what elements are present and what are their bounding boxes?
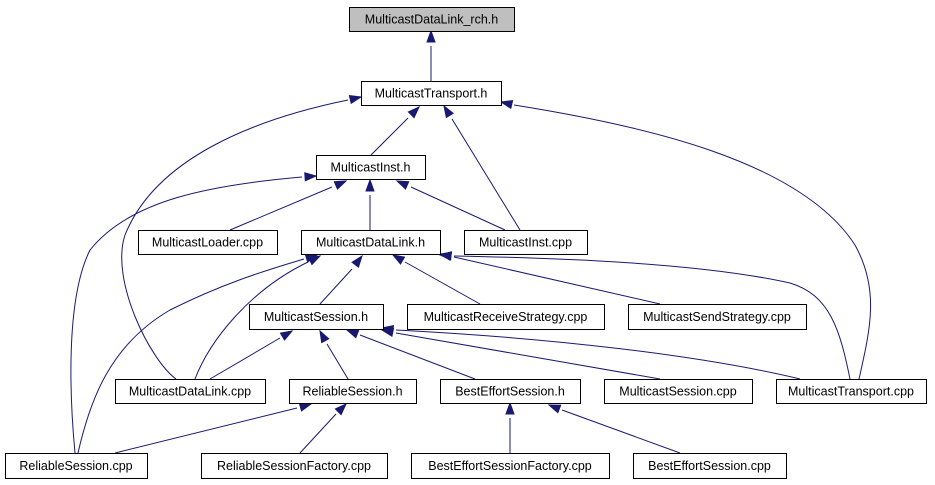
node-label: MulticastTransport.cpp — [788, 385, 914, 399]
edge-besteffort-h-to-session-h — [345, 329, 476, 380]
node-label: MulticastDataLink.cpp — [129, 385, 251, 399]
node-transport-cpp[interactable]: MulticastTransport.cpp — [776, 379, 927, 404]
edge-transport-cpp-to-session-h — [380, 324, 801, 380]
node-box — [604, 379, 753, 404]
node-label: MulticastTransport.h — [375, 87, 488, 101]
edge-besteffort-cpp-to-besteffort-h — [547, 404, 681, 454]
node-label: MulticastSendStrategy.cpp — [643, 310, 791, 324]
node-box — [138, 230, 278, 255]
nodes-layer: MulticastDataLink_rch.hMulticastTranspor… — [5, 7, 927, 479]
node-label: MulticastLoader.cpp — [152, 236, 263, 250]
node-session-cpp[interactable]: MulticastSession.cpp — [604, 379, 753, 404]
node-reliable-h[interactable]: ReliableSession.h — [289, 379, 417, 404]
edge-inst-h-to-transport-h — [370, 105, 421, 156]
edge-datalink-cpp-to-transport-h — [121, 94, 363, 380]
node-label: MulticastSession.cpp — [619, 385, 736, 399]
node-label: BestEffortSession.h — [455, 385, 565, 399]
node-label: BestEffortSession.cpp — [648, 459, 771, 473]
edge-relfactory-cpp-to-reliable-h — [299, 402, 348, 454]
node-box — [440, 379, 581, 404]
node-transport-h[interactable]: MulticastTransport.h — [361, 81, 502, 106]
node-box — [316, 155, 426, 180]
edge-reliable-h-to-session-h — [319, 329, 349, 380]
node-box — [249, 304, 384, 330]
node-label: MulticastInst.cpp — [479, 236, 572, 250]
node-box — [301, 230, 441, 255]
edge-inst-cpp-to-inst-h — [395, 180, 506, 231]
edge-reliable-cpp-to-inst-h — [70, 172, 318, 454]
node-box — [464, 230, 588, 255]
node-box — [361, 81, 502, 106]
node-send-cpp[interactable]: MulticastSendStrategy.cpp — [628, 304, 807, 330]
edge-session-cpp-to-session-h — [380, 327, 661, 380]
node-session-h[interactable]: MulticastSession.h — [249, 304, 384, 330]
node-label: ReliableSession.h — [302, 385, 402, 399]
edge-reliable-cpp-to-reliable-h — [114, 402, 313, 454]
node-label: MulticastDataLink.h — [316, 236, 425, 250]
edge-recv-cpp-to-datalink-h — [391, 254, 481, 305]
node-recv-cpp[interactable]: MulticastReceiveStrategy.cpp — [407, 304, 605, 330]
node-label: MulticastDataLink_rch.h — [365, 13, 498, 27]
node-box — [776, 379, 927, 404]
node-loader-cpp[interactable]: MulticastLoader.cpp — [138, 230, 278, 255]
node-box — [411, 453, 610, 479]
node-label: MulticastReceiveStrategy.cpp — [424, 310, 588, 324]
edge-transport-cpp-to-transport-h — [499, 99, 871, 380]
edge-inst-cpp-to-transport-h — [443, 104, 521, 231]
edges-layer — [70, 29, 871, 454]
node-besteffort-cpp[interactable]: BestEffortSession.cpp — [633, 453, 787, 479]
node-box — [115, 379, 266, 404]
edge-befactory-cpp-to-besteffort-h — [505, 401, 515, 453]
node-box — [349, 7, 515, 32]
node-label: MulticastSession.h — [264, 310, 368, 324]
node-label: BestEffortSessionFactory.cpp — [428, 459, 592, 473]
edge-transport-cpp-to-datalink-h — [438, 251, 851, 380]
node-box — [289, 379, 417, 404]
node-befactory-cpp[interactable]: BestEffortSessionFactory.cpp — [411, 453, 610, 479]
node-inst-cpp[interactable]: MulticastInst.cpp — [464, 230, 588, 255]
edge-loader-cpp-to-inst-h — [229, 180, 348, 231]
node-box — [5, 453, 148, 479]
node-label: ReliableSession.cpp — [19, 459, 132, 473]
node-box — [633, 453, 787, 479]
edge-transport-h-to-root — [426, 29, 436, 81]
node-box — [201, 453, 388, 479]
node-datalink-cpp[interactable]: MulticastDataLink.cpp — [115, 379, 266, 404]
node-box — [628, 304, 807, 330]
edge-datalink-h-to-inst-h — [365, 178, 375, 230]
edge-send-cpp-to-datalink-h — [438, 251, 661, 305]
edge-session-h-to-datalink-h — [319, 254, 363, 305]
node-box — [407, 304, 605, 330]
node-label: ReliableSessionFactory.cpp — [217, 459, 371, 473]
node-besteffort-h[interactable]: BestEffortSession.h — [440, 379, 581, 404]
node-root[interactable]: MulticastDataLink_rch.h — [349, 7, 515, 32]
node-label: MulticastInst.h — [331, 161, 411, 175]
edge-reliable-cpp-to-datalink-h — [77, 253, 319, 454]
node-relfactory-cpp[interactable]: ReliableSessionFactory.cpp — [201, 453, 388, 479]
node-reliable-cpp[interactable]: ReliableSession.cpp — [5, 453, 148, 479]
node-inst-h[interactable]: MulticastInst.h — [316, 155, 426, 180]
edge-datalink-cpp-to-session-h — [209, 330, 294, 380]
node-datalink-h[interactable]: MulticastDataLink.h — [301, 230, 441, 255]
